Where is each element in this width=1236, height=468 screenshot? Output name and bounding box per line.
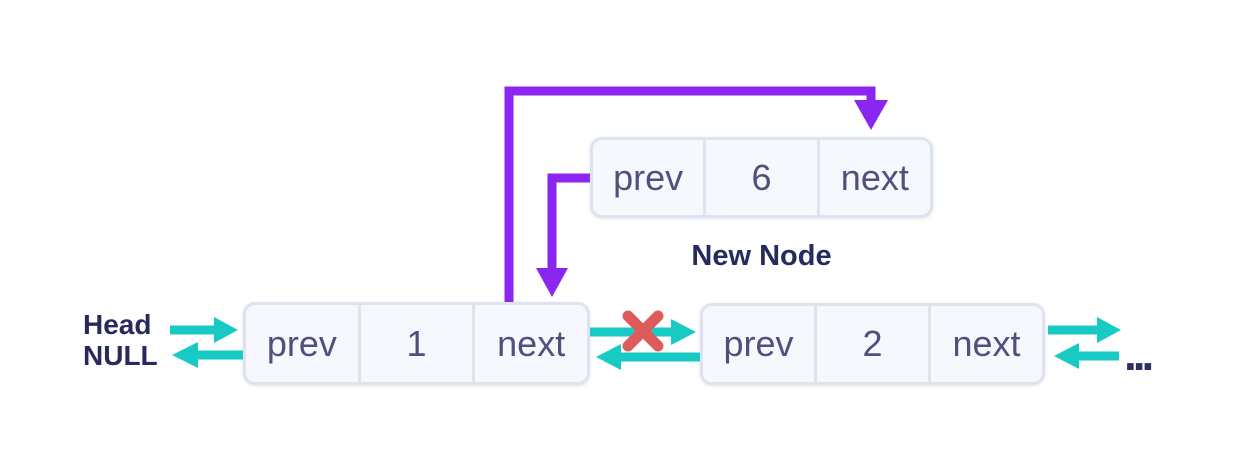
node2-prev-cell: prev [703, 306, 814, 382]
arrow-head-pointer-to-node1 [170, 317, 238, 343]
list-continues-ellipsis: ... [1124, 328, 1154, 380]
arrow-node2-prev-to-node1 [596, 344, 703, 370]
arrow-head [172, 342, 198, 368]
arrow-node1-prev-to-null [172, 342, 247, 368]
arrow-head [214, 317, 238, 343]
arrow-head [1054, 343, 1079, 369]
arrow-node2-next-to-rest [1048, 317, 1121, 343]
arrow-shaft [504, 86, 876, 303]
arrow-head [854, 100, 888, 130]
arrow-head [536, 268, 568, 297]
list-node-2: prev 2 next [700, 303, 1045, 385]
head-label: Head [83, 309, 152, 340]
new-node: prev 6 next [590, 137, 933, 218]
arrow-shaft [547, 173, 590, 270]
new-node-prev-cell: prev [593, 140, 704, 215]
node1-value-cell: 1 [360, 305, 473, 382]
arrow-new-node-prev-to-node1 [536, 173, 590, 297]
node2-next-cell: next [931, 306, 1042, 382]
node1-prev-cell: prev [246, 305, 358, 382]
node2-value-cell: 2 [817, 306, 928, 382]
new-node-next-cell: next [819, 140, 930, 215]
arrow-head [596, 344, 621, 370]
x-stroke [622, 310, 664, 352]
arrow-rest-to-node2-prev [1054, 343, 1119, 369]
broken-link-x-icon [622, 310, 664, 352]
new-node-value-cell: 6 [706, 140, 817, 215]
null-label: NULL [83, 340, 158, 371]
arrow-head [1097, 317, 1121, 343]
arrow-node1-next-to-new-node [504, 86, 888, 303]
arrow-head [671, 319, 696, 345]
new-node-caption: New Node [691, 240, 832, 272]
head-null-labels: Head NULL [83, 309, 158, 371]
list-node-1: prev 1 next [243, 302, 590, 385]
node1-next-cell: next [475, 305, 587, 382]
arrow-node1-next-to-node2-broken [587, 319, 696, 345]
